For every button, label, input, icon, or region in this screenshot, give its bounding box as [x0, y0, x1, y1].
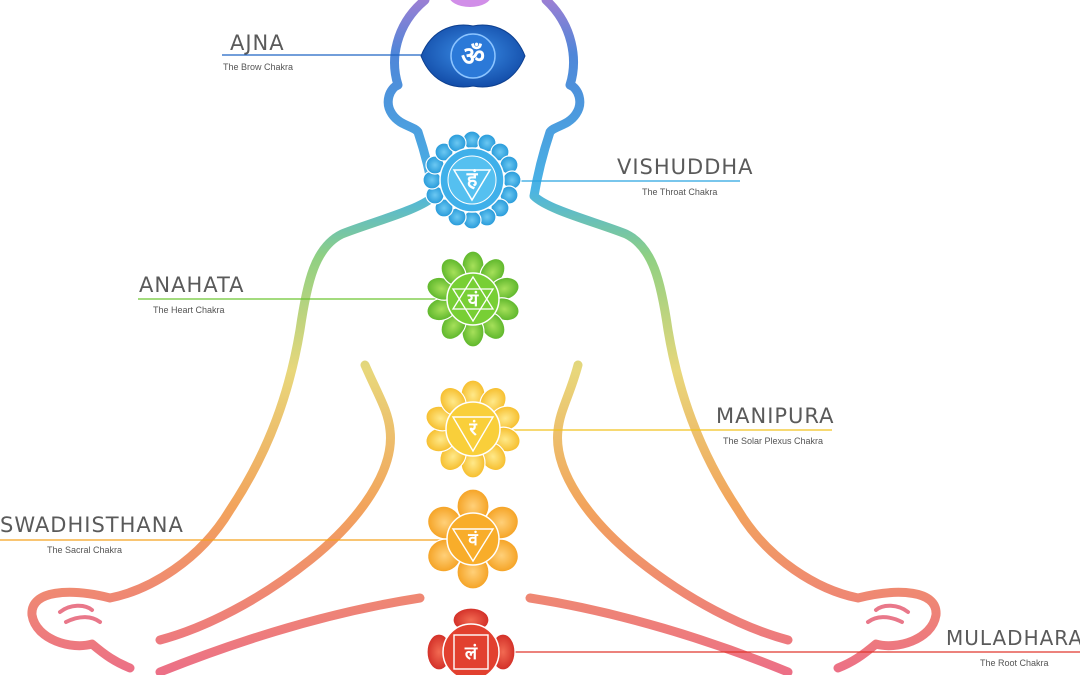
- label-ajna-title: AJNA: [230, 31, 285, 55]
- label-muladhara-subtitle: The Root Chakra: [980, 658, 1049, 668]
- manipura-glyph: रं: [468, 419, 477, 440]
- right-inner-arm: [553, 360, 793, 645]
- label-muladhara: MULADHARA The Root Chakra: [946, 626, 1080, 668]
- crown-chakra: [448, 0, 492, 9]
- label-vishuddha-subtitle: The Throat Chakra: [642, 187, 718, 197]
- label-anahata-title: ANAHATA: [139, 273, 245, 297]
- label-manipura-title: MANIPURA: [716, 404, 835, 428]
- label-manipura: MANIPURA The Solar Plexus Chakra: [716, 404, 835, 446]
- label-swadhisthana-subtitle: The Sacral Chakra: [47, 545, 123, 555]
- label-anahata: ANAHATA The Heart Chakra: [139, 273, 245, 315]
- muladhara-glyph: लं: [464, 643, 478, 664]
- body-outline: [27, 0, 941, 675]
- label-ajna: AJNA The Brow Chakra: [223, 31, 293, 72]
- vishuddha-glyph: हं: [466, 167, 479, 191]
- label-ajna-subtitle: The Brow Chakra: [223, 62, 294, 72]
- hand-right: [866, 603, 910, 624]
- left-leg-line: [155, 593, 425, 675]
- left-inner-arm: [155, 360, 395, 645]
- swadhisthana-chakra-icon: वं: [427, 488, 519, 590]
- anahata-glyph: यं: [467, 290, 480, 311]
- label-vishuddha: VISHUDDHA The Throat Chakra: [617, 155, 754, 197]
- label-swadhisthana: SWADHISTHANA The Sacral Chakra: [0, 513, 184, 555]
- label-muladhara-title: MULADHARA: [946, 626, 1080, 650]
- label-swadhisthana-title: SWADHISTHANA: [0, 513, 184, 537]
- right-leg-line: [525, 593, 793, 675]
- hand-left: [58, 603, 102, 624]
- manipura-chakra-icon: रं: [425, 379, 521, 479]
- muladhara-chakra-icon: लं: [426, 607, 516, 675]
- ajna-chakra-icon: ॐ: [420, 24, 526, 88]
- label-manipura-subtitle: The Solar Plexus Chakra: [723, 436, 824, 446]
- body-right-side: [529, 0, 941, 673]
- connector-lines: [0, 54, 1080, 653]
- body-left-side: [27, 0, 439, 673]
- anahata-chakra-icon: यं: [426, 250, 520, 348]
- swadhisthana-glyph: वं: [467, 530, 479, 550]
- label-anahata-subtitle: The Heart Chakra: [153, 305, 225, 315]
- vishuddha-chakra-icon: हं: [422, 130, 522, 230]
- label-vishuddha-title: VISHUDDHA: [617, 155, 754, 179]
- ajna-glyph: ॐ: [461, 42, 485, 72]
